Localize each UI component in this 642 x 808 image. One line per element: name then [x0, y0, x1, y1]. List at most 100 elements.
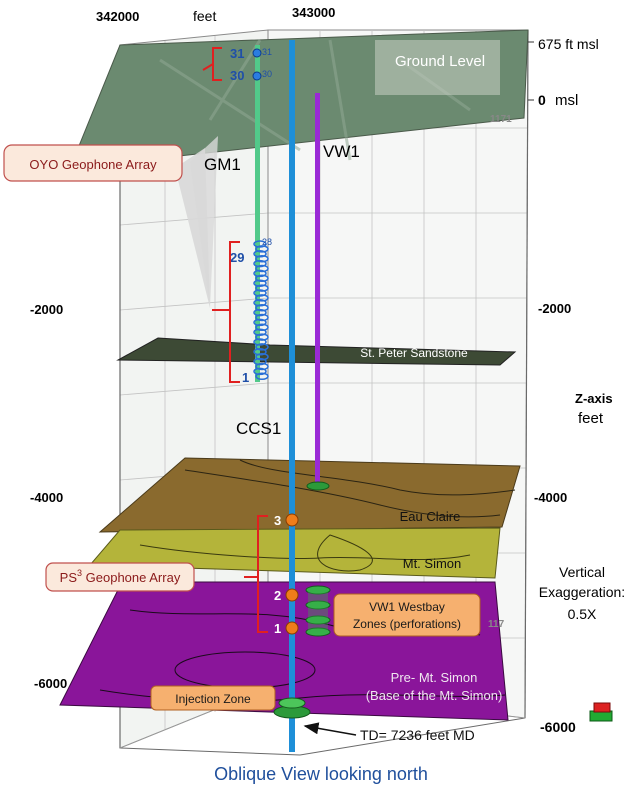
mt-simon-label: Mt. Simon	[403, 556, 462, 571]
eau-claire-contour-2	[239, 459, 516, 496]
ps3-label-1: 1	[274, 621, 281, 636]
brackets	[202, 47, 268, 633]
orientation-cube-icon[interactable]	[589, 702, 613, 722]
axis-labels: 342000 feet 343000 675 ft msl 0 msl 1171…	[30, 5, 613, 735]
x-tick-342000: 342000	[96, 9, 139, 24]
z-axis-label-2: feet	[578, 410, 604, 427]
gm1-sensor-ring	[255, 245, 269, 253]
ccs1-well	[289, 40, 295, 752]
gm1-sensor-ring	[253, 269, 267, 278]
vw1-label: VW1	[323, 142, 360, 161]
bracket-ps3	[244, 515, 268, 633]
gm1-sensor-ring	[255, 343, 269, 351]
gm1-sensor-ring	[253, 250, 267, 258]
ps3-prefix: PS	[60, 570, 78, 585]
gm1-sensor-ring	[253, 259, 267, 268]
gm1-sensor-ring	[255, 352, 269, 361]
gm1-sensor-ring	[253, 357, 267, 366]
gm1-sensor-ring	[255, 254, 269, 263]
injection-zone-marker	[273, 697, 311, 719]
x-unit-label: feet	[193, 8, 216, 24]
formation-surfaces	[59, 29, 529, 721]
vw1-well-base	[306, 481, 330, 491]
corner-tag: 1171	[490, 114, 512, 125]
left-tick-minus6000: -6000	[34, 676, 67, 691]
ccs1-label: CCS1	[236, 419, 281, 438]
ps3-suffix: Geophone Array	[82, 570, 181, 585]
right-tick-0: 0	[538, 92, 546, 108]
mt-simon-contour-1	[139, 544, 471, 561]
bracket-gm1-array	[212, 241, 240, 383]
ground-level-label: Ground Level	[395, 53, 485, 70]
elevation-top-label: 675 ft msl	[538, 36, 599, 52]
gm1-label-31: 31	[230, 46, 244, 61]
injection-callout-box	[150, 685, 276, 711]
td-arrow	[303, 722, 357, 736]
ground-surface-building	[375, 40, 500, 95]
oyo-callout-text: OYO Geophone Array	[29, 157, 157, 172]
left-tick-minus2000: -2000	[30, 302, 63, 317]
gm1-sensor-ring	[255, 274, 269, 283]
exaggeration-line2: Exaggeration:	[539, 584, 625, 600]
wells	[255, 40, 331, 752]
ps3-sensor-2	[285, 588, 299, 602]
gm1-sensor-ring	[255, 323, 269, 332]
injection-callout-text: Injection Zone	[175, 692, 251, 706]
ps3-label-2: 2	[274, 588, 281, 603]
vw1-westbay-zones	[305, 585, 331, 637]
gm1-sensor-rings	[253, 240, 269, 381]
base-mt-simon-label: (Base of the Mt. Simon)	[366, 688, 503, 703]
msl-label: msl	[555, 92, 578, 109]
x-tick-343000: 343000	[292, 5, 335, 20]
gm1-label-30: 30	[230, 68, 244, 83]
ground-surface-texture	[159, 39, 471, 161]
gm1-sensor-ring	[255, 294, 269, 302]
pre-mt-simon-label: Pre- Mt. Simon	[391, 670, 478, 685]
right-tick-minus6000: -6000	[540, 719, 576, 735]
gm1-tag-30: 30	[262, 69, 272, 79]
gm1-tag-28: 28	[262, 237, 272, 247]
eau-claire-contour-1	[184, 469, 501, 518]
gm1-sensor-ring	[253, 328, 267, 336]
ps3-sup: 3	[77, 568, 82, 578]
gm1-sensor-ring	[255, 284, 269, 292]
gm1-sensor-ring	[255, 303, 269, 312]
bracket-gm1-top	[202, 47, 222, 81]
gm1-sensor-ring	[253, 240, 267, 248]
gm1-sensor-30	[252, 71, 262, 81]
exaggeration-line1: Vertical	[559, 564, 605, 580]
figure-caption: Oblique View looking north	[214, 764, 428, 784]
gm1-geophone-sensors	[252, 48, 269, 381]
right-tick-minus4000: -4000	[534, 490, 567, 505]
z-axis-label-1: Z-axis	[575, 391, 613, 406]
oyo-callout-pointer-2	[190, 136, 218, 308]
ps3-label-3: 3	[274, 513, 281, 528]
formation-labels: Ground Level St. Peter Sandstone Eau Cla…	[360, 53, 502, 703]
ps3-sensors	[285, 513, 299, 635]
gm1-sensor-ring	[255, 333, 269, 341]
oyo-callout-box	[3, 144, 183, 182]
gm1-sensor-ring	[255, 264, 269, 273]
ps3-sensor-3	[285, 513, 299, 527]
gm1-sensor-ring	[253, 289, 267, 297]
gm1-label-1: 1	[242, 370, 249, 385]
eau-claire-surface	[98, 457, 521, 533]
gm1-sensor-ring	[253, 367, 267, 376]
gm1-sensor-ring	[253, 279, 267, 287]
gm1-sensor-ring	[255, 362, 269, 371]
westbay-callout-line1: VW1 Westbay	[369, 600, 445, 614]
ps3-callout-box	[45, 562, 195, 592]
st-peter-label: St. Peter Sandstone	[360, 346, 468, 360]
gm1-sensor-ring	[253, 308, 267, 317]
ps3-sensor-1	[285, 621, 299, 635]
gm1-label-29: 29	[230, 250, 244, 265]
gm1-sensor-31	[252, 48, 262, 58]
westbay-callout-box	[333, 593, 481, 637]
gm1-sensor-ring	[253, 348, 267, 356]
td-label: TD= 7236 feet MD	[360, 727, 475, 743]
gm1-tag-31: 31	[262, 47, 272, 57]
gm1-label: GM1	[204, 155, 241, 174]
gm1-sensor-ring	[255, 313, 269, 322]
mt-simon-contour-2	[317, 534, 373, 572]
